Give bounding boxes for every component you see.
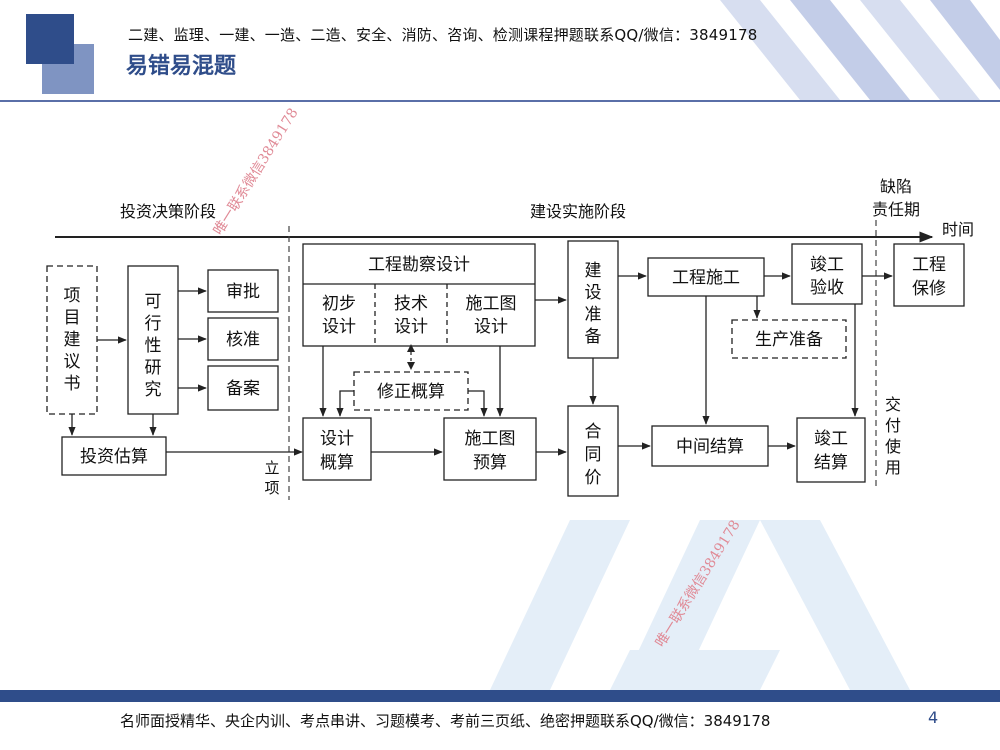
box-feasibility-study: [127, 265, 179, 415]
node-text: 设计: [320, 429, 354, 449]
node-text: 概算: [320, 453, 354, 473]
node-text: 中间结算: [676, 437, 744, 457]
node-text: 书: [64, 374, 81, 394]
node-text: 验收: [810, 278, 844, 298]
page-number: 4: [928, 708, 939, 727]
node-text: 项: [64, 286, 81, 306]
page-title: 易错易混题: [126, 54, 237, 79]
node-text: 价: [585, 468, 602, 488]
box-survey-design-group: [302, 243, 536, 347]
box-investment-estimate: [61, 436, 167, 476]
box-completion-acceptance: [791, 243, 863, 305]
box-production-prep: [731, 319, 847, 359]
phase-label-defect-line2: 责任期: [872, 200, 920, 219]
node-text: 工程: [912, 255, 946, 275]
node-text: 合: [585, 422, 602, 442]
node-text: 审批: [226, 282, 260, 302]
box-interim-settlement: [651, 425, 769, 467]
box-construction-prep: [567, 240, 619, 359]
header-decor-stripes: [720, 0, 1000, 100]
node-text: 生产准备: [755, 330, 823, 350]
node-text: 行: [145, 314, 162, 334]
node-text: 议: [64, 352, 81, 372]
node-text: 设: [585, 283, 602, 303]
node-text: 设计: [474, 317, 508, 337]
box-drawing-budget: [443, 417, 537, 481]
node-text: 投资估算: [80, 447, 148, 467]
header-promo-text: 二建、监理、一建、一造、二造、安全、消防、咨询、检测课程押题联系QQ/微信：38…: [128, 26, 758, 44]
node-text: 究: [145, 380, 162, 400]
box-review: [207, 269, 279, 313]
phase-label-implementation: 建设实施阶段: [530, 202, 626, 221]
node-text: 研: [145, 358, 162, 378]
node-text: 准: [585, 305, 602, 325]
node-text: 竣工: [810, 255, 844, 275]
header-divider: [0, 100, 1000, 102]
node-text: 建: [64, 330, 81, 350]
box-project-proposal: [46, 265, 98, 415]
node-text: 设计: [322, 317, 356, 337]
node-text: 设计: [394, 317, 428, 337]
node-text: 同: [585, 445, 602, 465]
header-decor-square-dark: [26, 14, 74, 64]
box-approve: [207, 317, 279, 361]
footer-bar: [0, 690, 1000, 702]
box-construction: [647, 257, 765, 297]
marker-delivery-3: 使: [885, 437, 901, 456]
box-warranty: [893, 243, 965, 307]
arrow: [468, 390, 488, 417]
phase-label-defect-line1: 缺陷: [880, 177, 912, 196]
background-logo-decor: [490, 520, 910, 690]
node-text: 工程勘察设计: [368, 255, 470, 275]
node-text: 建: [585, 261, 602, 281]
footer-promo-text: 名师面授精华、央企内训、考点串讲、习题模考、考前三页纸、绝密押题联系QQ/微信：…: [120, 712, 771, 730]
node-text: 目: [64, 308, 81, 328]
box-completion-settlement: [796, 417, 866, 483]
box-record: [207, 365, 279, 411]
node-text: 工程施工: [672, 268, 740, 288]
node-text: 结算: [814, 453, 848, 473]
node-text: 预算: [473, 453, 507, 473]
node-text: 竣工: [814, 429, 848, 449]
marker-approval-1: 立: [264, 459, 279, 477]
marker-approval-2: 项: [264, 479, 279, 497]
marker-delivery-1: 交: [885, 395, 901, 414]
node-text: 初步: [322, 294, 356, 314]
marker-delivery-2: 付: [885, 416, 901, 435]
arrow: [336, 390, 354, 417]
node-text: 保修: [912, 279, 946, 299]
time-axis-label: 时间: [942, 220, 974, 239]
node-text: 备: [585, 327, 602, 347]
box-contract-price: [567, 405, 619, 497]
node-text: 施工图: [466, 294, 517, 314]
node-text: 修正概算: [377, 382, 445, 402]
box-design-budget: [302, 417, 372, 481]
phase-label-decision: 投资决策阶段: [120, 202, 216, 221]
node-text: 技术: [394, 294, 428, 314]
node-text: 可: [145, 292, 162, 312]
node-text: 施工图: [465, 429, 516, 449]
marker-delivery-4: 用: [885, 458, 901, 477]
node-text: 性: [145, 336, 162, 356]
node-text: 备案: [226, 379, 260, 399]
node-text: 核准: [226, 330, 260, 350]
